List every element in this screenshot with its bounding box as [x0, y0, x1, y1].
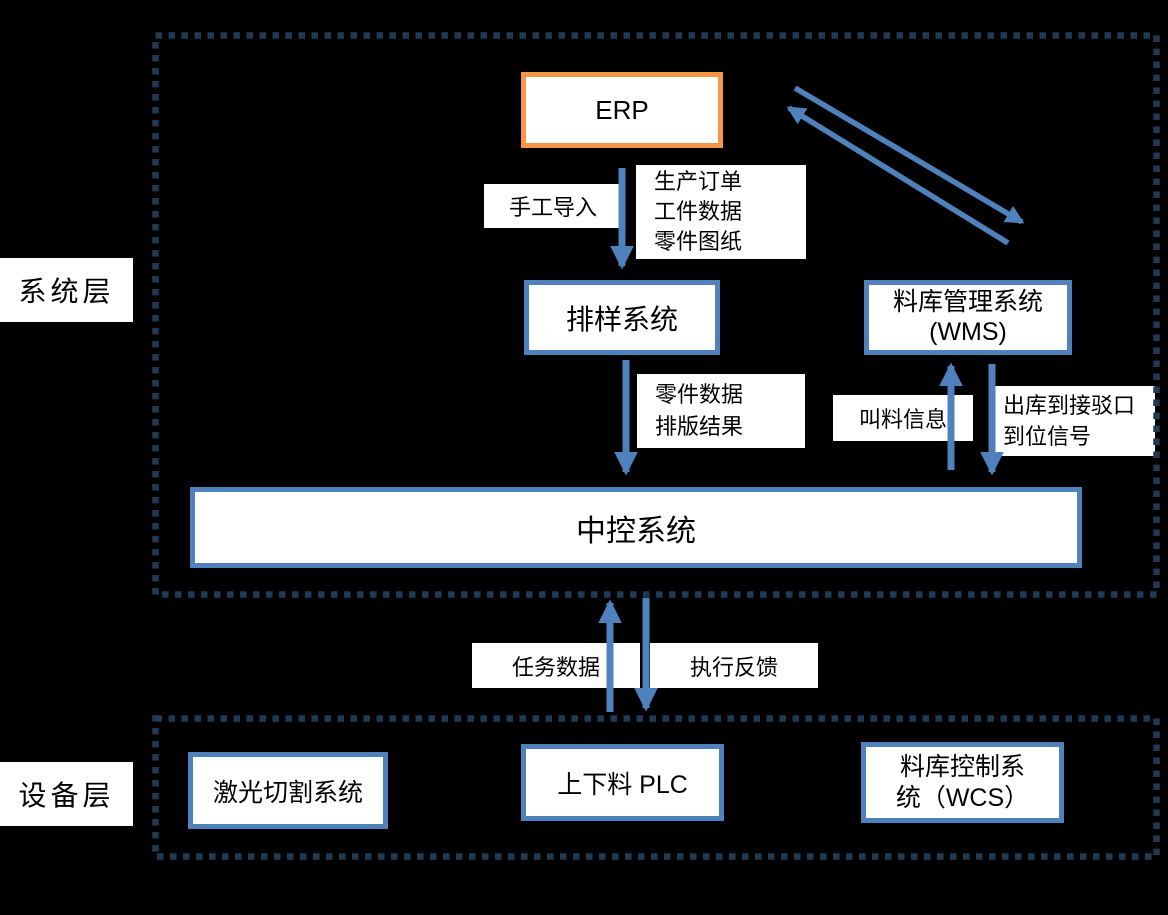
arrow-wms-to-erp-diagonal — [786, 105, 1010, 246]
node-laser-cutting-system-label: 激光切割系统 — [212, 778, 363, 807]
edge-label-task-data: 任务数据 — [472, 643, 640, 688]
edge-label-outbound-signal-line1: 出库到接驳口 — [1003, 393, 1136, 418]
device-layer-label-text: 设备层 — [18, 780, 115, 811]
node-loading-plc-label: 上下料 PLC — [557, 770, 688, 799]
device-layer-label: 设备层 — [0, 762, 133, 826]
node-loading-plc: 上下料 PLC — [521, 744, 724, 821]
node-wms-label-line1: 料库管理系统 — [892, 288, 1043, 316]
system-layer-label-text: 系统层 — [18, 276, 115, 307]
node-nesting-system-label: 排样系统 — [565, 303, 678, 335]
edge-label-manual-import: 手工导入 — [484, 184, 622, 228]
edge-label-task-data-text: 任务数据 — [511, 654, 600, 680]
edge-label-call-material: 叫料信息 — [833, 395, 973, 441]
node-wms-label-line2: (WMS) — [929, 317, 1007, 346]
node-laser-cutting-system: 激光切割系统 — [188, 752, 388, 829]
node-nesting-system: 排样系统 — [524, 280, 720, 355]
edge-label-exec-feedback: 执行反馈 — [650, 643, 818, 688]
node-wcs-label-line2: 统（WCS） — [895, 783, 1030, 812]
node-central-control-system-label: 中控系统 — [576, 514, 696, 548]
edge-label-exec-feedback-text: 执行反馈 — [689, 654, 778, 680]
edge-label-erp-outputs: 生产订单 工件数据 零件图纸 — [636, 165, 806, 259]
edge-label-erp-outputs-line1: 生产订单 — [654, 169, 743, 194]
edge-label-erp-outputs-line3: 零件图纸 — [654, 229, 743, 254]
edge-label-outbound-signal-line2: 到位信号 — [1003, 424, 1092, 449]
arrow-erp-to-wms-diagonal — [793, 85, 1025, 225]
node-erp: ERP — [521, 72, 723, 148]
edge-label-outbound-signal: 出库到接驳口 到位信号 — [993, 386, 1155, 456]
edge-label-nesting-outputs: 零件数据 排版结果 — [637, 374, 805, 448]
edge-label-manual-import-text: 手工导入 — [508, 195, 597, 220]
node-wcs: 料库控制系 统（WCS） — [861, 742, 1064, 823]
edge-label-call-material-text: 叫料信息 — [858, 407, 947, 432]
system-layer-label: 系统层 — [0, 258, 133, 322]
edge-label-erp-outputs-line2: 工件数据 — [654, 199, 743, 224]
node-central-control-system: 中控系统 — [190, 487, 1082, 568]
node-wms: 料库管理系统 (WMS) — [864, 280, 1072, 355]
edge-label-nesting-outputs-line2: 排版结果 — [655, 414, 744, 439]
edge-label-nesting-outputs-line1: 零件数据 — [655, 382, 744, 407]
node-erp-label: ERP — [595, 94, 649, 125]
node-wcs-label-line1: 料库控制系 — [899, 753, 1025, 781]
